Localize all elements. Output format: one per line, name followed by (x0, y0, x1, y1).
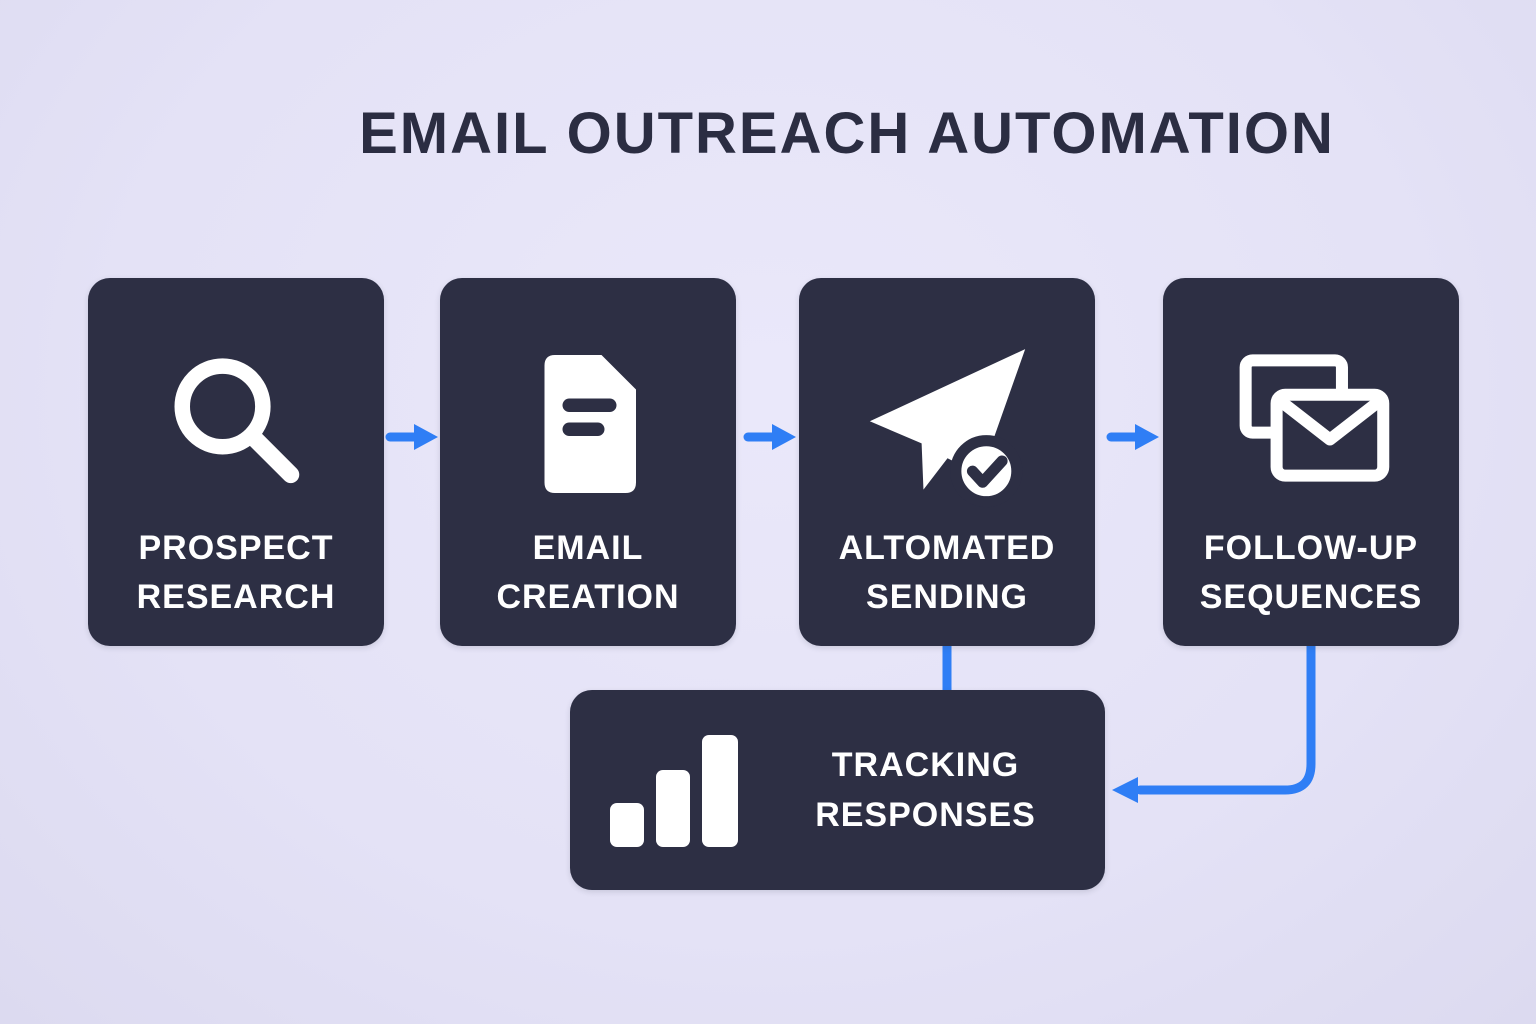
step-card-prospect-research: PROSPECT RESEARCH (88, 278, 384, 646)
step-label: EMAIL CREATION (440, 524, 736, 622)
bar-chart-icon (610, 727, 750, 852)
arrow-head-step3-step4 (1135, 424, 1159, 450)
step-label: PROSPECT RESEARCH (88, 524, 384, 622)
step-card-follow-up-sequences: FOLLOW-UP SEQUENCES (1163, 278, 1459, 646)
step-label: FOLLOW-UP SEQUENCES (1163, 524, 1459, 622)
page-title: EMAIL OUTREACH AUTOMATION (359, 101, 1335, 166)
step-label-line1: ALTOMATED (838, 529, 1056, 567)
step-label-line2: SENDING (866, 578, 1028, 616)
step-card-email-creation: EMAIL CREATION (440, 278, 736, 646)
tracking-label-line2: RESPONSES (815, 796, 1036, 834)
step-label-line2: SEQUENCES (1199, 578, 1423, 616)
step-label-line1: FOLLOW-UP (1203, 529, 1419, 567)
connector-followup-tracking (1135, 641, 1316, 795)
step-label: ALTOMATED SENDING (799, 524, 1095, 622)
step-label-line2: CREATION (496, 578, 680, 616)
step-label-line1: PROSPECT (138, 529, 334, 567)
envelope-stack-icon (1216, 336, 1406, 511)
arrow-head-step2-step3 (772, 424, 796, 450)
arrow-head-followup-tracking (1112, 777, 1138, 803)
arrow-head-step1-step2 (414, 424, 438, 450)
tracking-label-line1: TRACKING (831, 746, 1020, 784)
step-label-line1: EMAIL (532, 529, 644, 567)
step-label-line2: RESEARCH (136, 578, 336, 616)
paper-plane-check-icon (852, 336, 1042, 511)
tracking-label: TRACKING RESPONSES (770, 740, 1081, 840)
tracking-responses-card: TRACKING RESPONSES (570, 690, 1105, 890)
document-icon (493, 336, 683, 511)
search-icon (141, 336, 331, 511)
step-card-automated-sending: ALTOMATED SENDING (799, 278, 1095, 646)
